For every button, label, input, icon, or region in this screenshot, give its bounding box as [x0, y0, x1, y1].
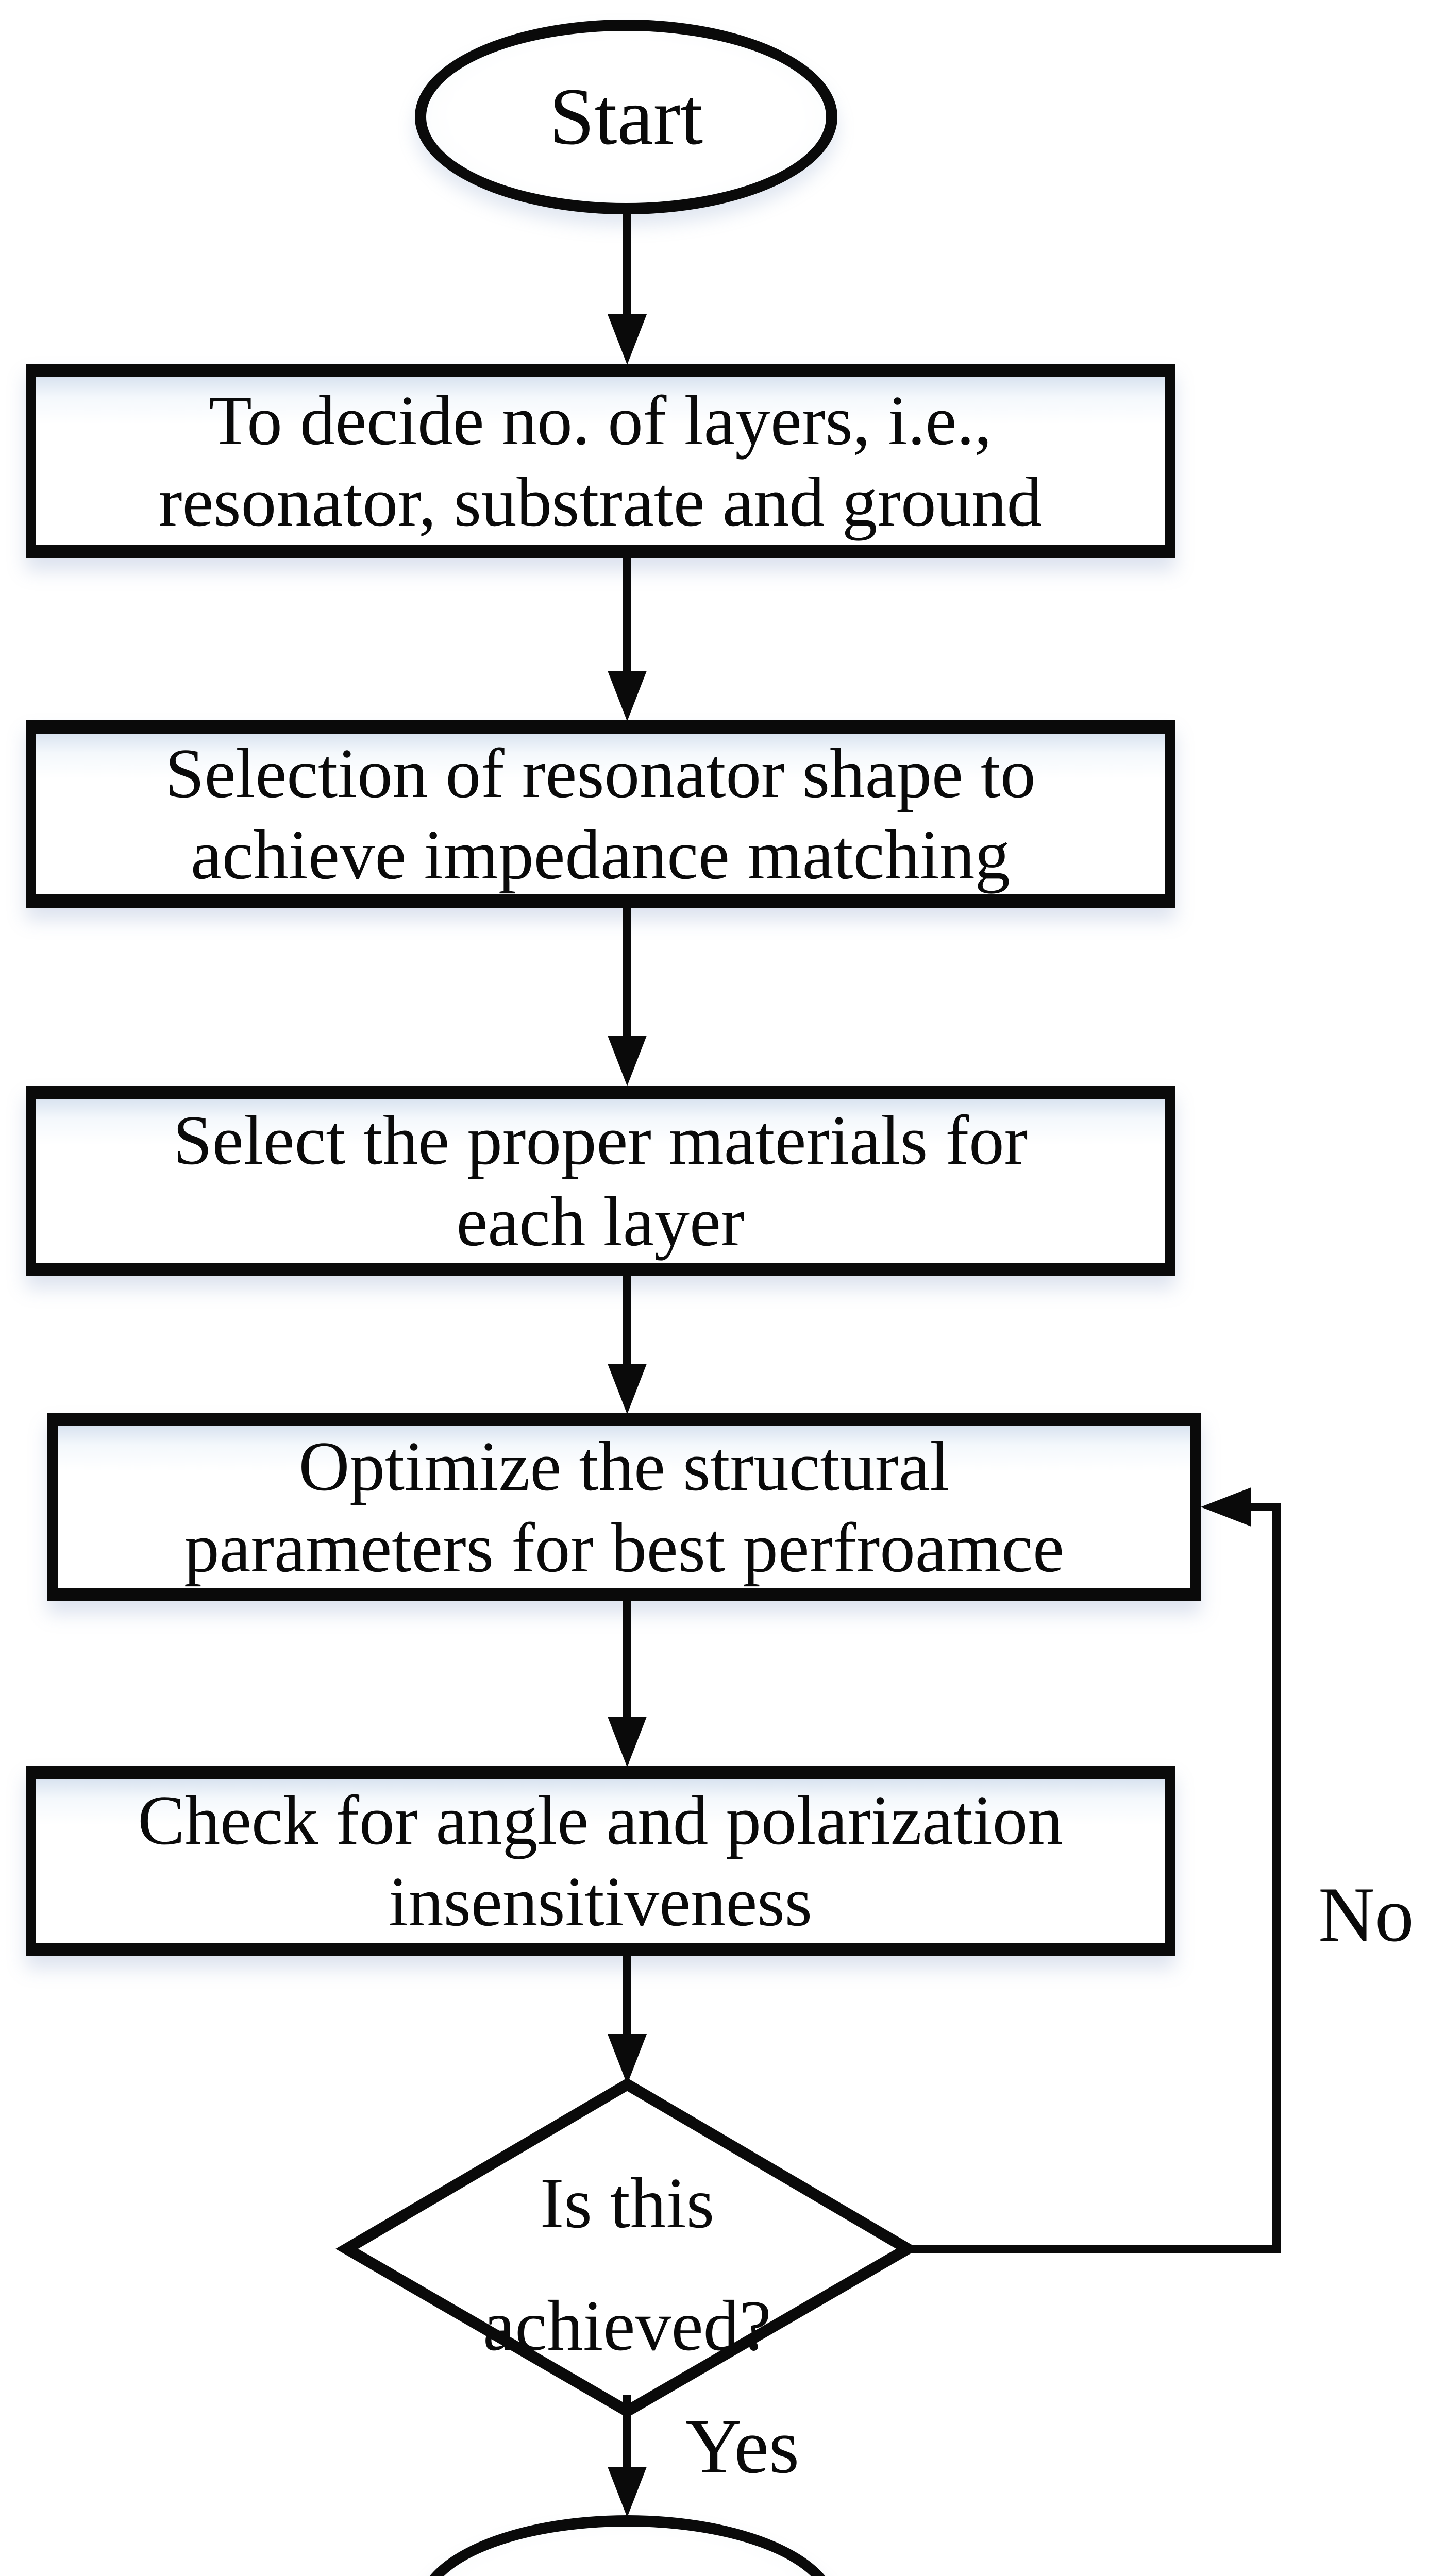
process-box-check-insensitiveness-line1: Check for angle and polarization [138, 1781, 1063, 1859]
edge-box3-box4-arrowhead-icon [608, 1364, 647, 1414]
edge-box2-box3-line [623, 908, 631, 1038]
edge-box1-box2-line [623, 558, 631, 674]
no-edge-horizontal-line [905, 2245, 1281, 2253]
edge-start-box1-line [623, 210, 631, 319]
process-box-resonator-shape-line2: achieve impedance matching [191, 816, 1010, 894]
edge-box4-box5-arrowhead-icon [608, 1717, 647, 1767]
no-edge-vertical-line [1272, 1503, 1281, 2253]
edge-box2-box3-arrowhead-icon [608, 1036, 647, 1086]
edge-start-box1-arrowhead-icon [608, 314, 647, 365]
start-label: Start [549, 72, 703, 162]
process-box-decide-layers-line1: To decide no. of layers, i.e., [209, 381, 992, 460]
no-edge-top-stub-line [1249, 1503, 1281, 1511]
process-box-decide-layers: To decide no. of layers, i.e., resonator… [26, 364, 1175, 558]
process-box-optimize-line1: Optimize the structural [298, 1427, 950, 1505]
start-terminator: Start [415, 20, 837, 214]
edge-box1-box2-arrowhead-icon [608, 671, 647, 721]
edge-box3-box4-line [623, 1276, 631, 1366]
process-box-check-insensitiveness-line2: insensitiveness [389, 1862, 812, 1941]
edge-box5-decision-line [623, 1956, 631, 2036]
decision-label-line2: achieved? [483, 2286, 771, 2366]
decision-label-line1: Is this [540, 2163, 715, 2243]
no-label: No [1318, 1871, 1414, 1958]
process-box-optimize: Optimize the structural parameters for b… [47, 1413, 1201, 1601]
stop-label: Stop [553, 2566, 702, 2576]
process-box-resonator-shape: Selection of resonator shape to achieve … [26, 720, 1175, 908]
yes-edge-arrowhead-icon [608, 2467, 647, 2517]
edge-box5-decision-arrowhead-icon [608, 2034, 647, 2084]
stop-terminator: Stop [417, 2515, 837, 2576]
decision-label: Is this achieved? [447, 2142, 808, 2387]
edge-box4-box5-line [623, 1601, 631, 1720]
process-box-optimize-line2: parameters for best perfroamce [184, 1509, 1064, 1587]
yes-edge-line [623, 2395, 631, 2471]
process-box-materials-line1: Select the proper materials for [173, 1101, 1028, 1179]
process-box-materials: Select the proper materials for each lay… [26, 1086, 1175, 1276]
process-box-materials-line2: each layer [456, 1182, 745, 1261]
no-edge-arrowhead-icon [1201, 1487, 1251, 1527]
yes-label: Yes [685, 2403, 800, 2489]
process-box-check-insensitiveness: Check for angle and polarization insensi… [26, 1766, 1175, 1956]
process-box-resonator-shape-line1: Selection of resonator shape to [165, 734, 1036, 812]
process-box-decide-layers-line2: resonator, substrate and ground [158, 463, 1043, 541]
